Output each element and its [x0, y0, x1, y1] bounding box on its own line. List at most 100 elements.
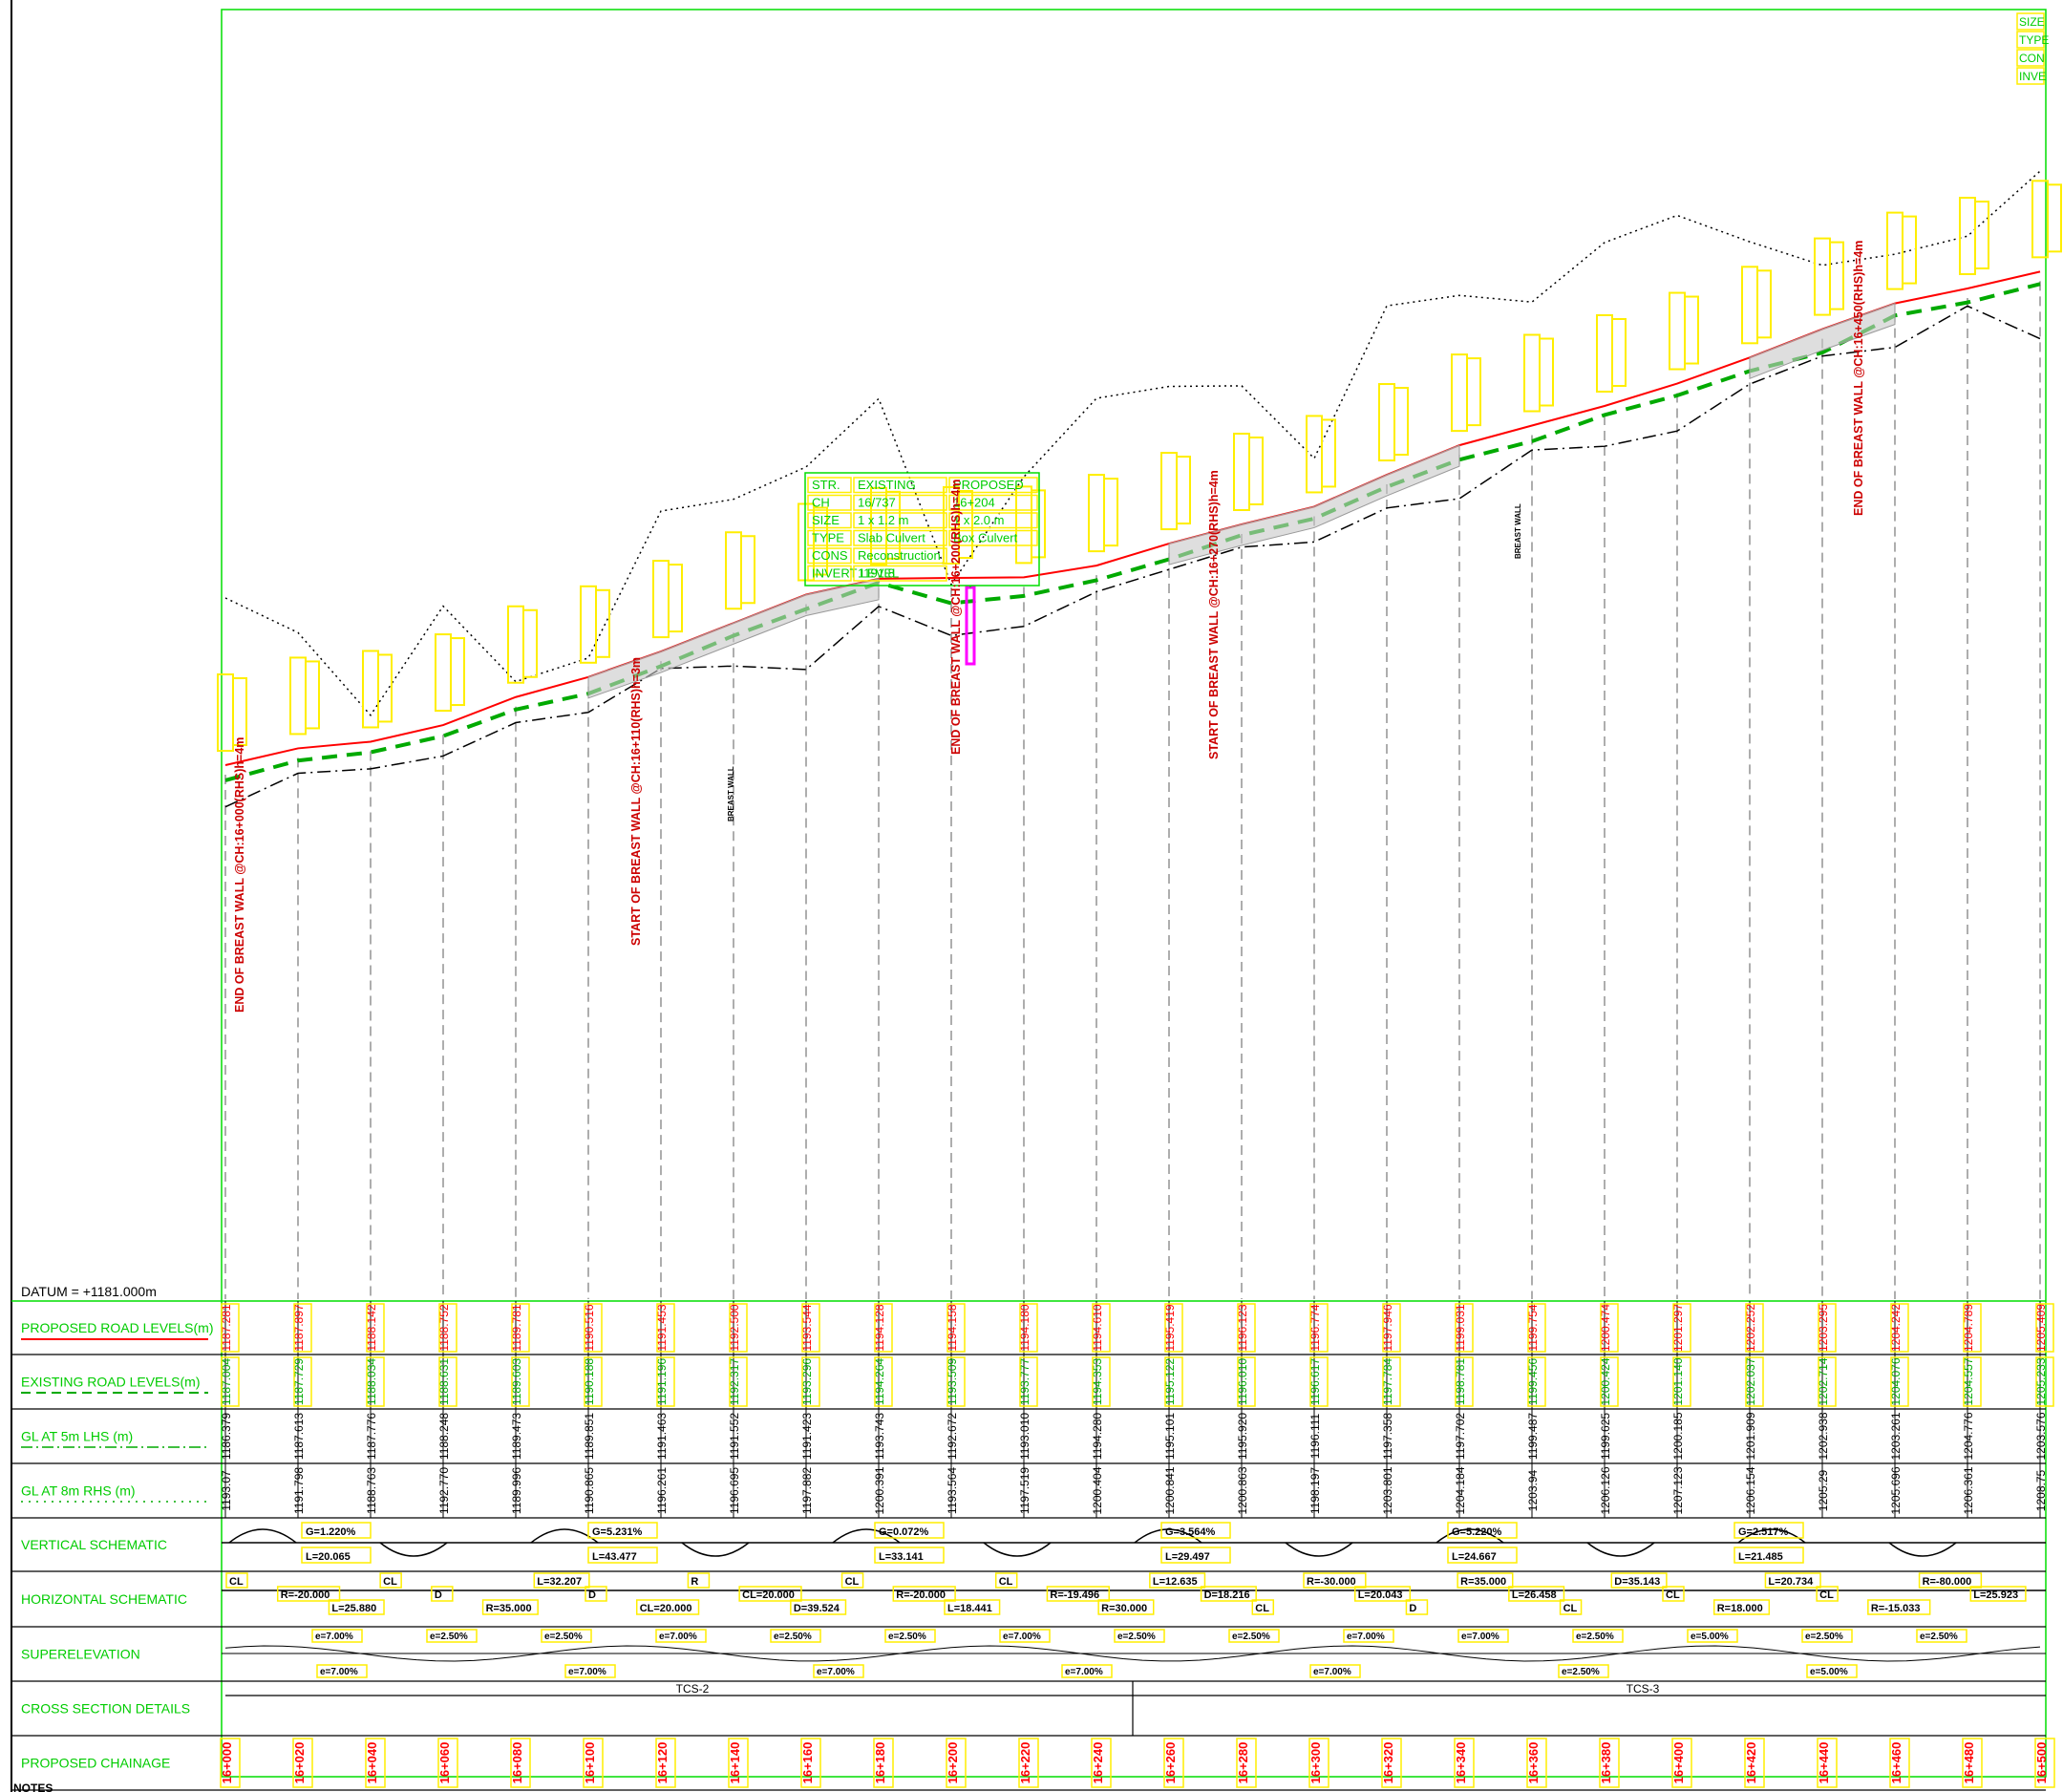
superelevation-top-label: e=7.00% — [1003, 1632, 1041, 1642]
horizontal-label: CL=20.000 — [742, 1589, 795, 1601]
horizontal-label-box — [585, 1586, 607, 1602]
horizontal-label-box — [790, 1599, 847, 1615]
horizontal-label-box — [944, 1599, 1001, 1615]
proposed-level-cell: 1199.031 — [1454, 1304, 1467, 1351]
chainage-box — [800, 1738, 821, 1788]
chainage-label: 16+060 — [437, 1742, 452, 1784]
chainage-box — [1889, 1738, 1910, 1788]
cross-section-label: TCS-3 — [1627, 1682, 1660, 1696]
chainage-label: 16+360 — [1526, 1742, 1541, 1784]
chainage-label: 16+080 — [510, 1742, 524, 1784]
ip-label-box — [289, 656, 307, 736]
existing-level-cell: 1202.037 — [1744, 1357, 1757, 1405]
value-box — [293, 1356, 312, 1407]
culvert-cell: 1 x 2.0 m — [953, 513, 1004, 527]
chainage-box — [1817, 1738, 1838, 1788]
value-box — [1309, 1303, 1329, 1353]
horizontal-label-box — [225, 1572, 248, 1589]
ip-label-box — [595, 588, 610, 658]
horizontal-label-box — [1251, 1599, 1275, 1615]
horizontal-label-box — [1969, 1586, 2027, 1602]
proposed-level-cell: 1196.774 — [1308, 1304, 1322, 1351]
value-box — [584, 1303, 603, 1353]
value-box — [1890, 1356, 1909, 1407]
ip-label-box — [1523, 333, 1541, 413]
superelevation-top-label: e=7.00% — [1461, 1632, 1499, 1642]
length-box — [874, 1547, 945, 1564]
gl-rhs-cell: 1200.863 — [1236, 1466, 1249, 1514]
value-box — [729, 1303, 748, 1353]
value-box — [1527, 1356, 1546, 1407]
horizontal-label-box — [379, 1572, 402, 1589]
superelevation-bottom-label: e=7.00% — [320, 1667, 358, 1677]
ip-label-box — [1031, 489, 1046, 559]
chainage-box — [437, 1738, 458, 1788]
vertical-curve — [983, 1542, 1052, 1557]
gl-lhs-cell: 1188.248 — [437, 1413, 451, 1460]
value-box — [1745, 1356, 1764, 1407]
ip-label-box — [1741, 266, 1758, 345]
culvert-cell: EXISTING — [858, 478, 916, 492]
existing-road-line — [224, 282, 2041, 782]
value-box — [584, 1356, 603, 1407]
horizontal-label: R=35.000 — [1460, 1576, 1506, 1588]
chainage-label: 16+200 — [946, 1742, 960, 1784]
culvert-cell-box — [853, 512, 947, 529]
chainage-label: 16+440 — [1817, 1742, 1831, 1784]
horizontal-label-box — [840, 1572, 864, 1589]
grade-label: G=2.517% — [1738, 1526, 1789, 1538]
ip-label-box — [232, 676, 247, 746]
chainage-label: 16+260 — [1163, 1742, 1178, 1784]
proposed-road-line — [224, 270, 2041, 766]
horizontal-label: CL — [1666, 1589, 1680, 1601]
ip-label-box — [1814, 237, 1831, 316]
gl-rhs-cell: 1191.798 — [292, 1467, 306, 1514]
value-box — [1527, 1303, 1546, 1353]
proposed-level-cell: 1189.781 — [510, 1304, 523, 1351]
chainage-label: 16+380 — [1599, 1742, 1613, 1784]
chainage-label: 16+140 — [728, 1742, 742, 1784]
superelevation-box — [1806, 1664, 1858, 1678]
superelevation-top-label: e=7.00% — [315, 1632, 353, 1642]
profile-area — [217, 170, 2062, 1299]
value-box — [1600, 1303, 1619, 1353]
superelevation-box — [541, 1629, 592, 1643]
superelevation-top-label: e=2.50% — [888, 1632, 926, 1642]
proposed-level-cell: 1202.252 — [1744, 1304, 1757, 1352]
gl-rhs-cell: 1200.841 — [1163, 1466, 1177, 1514]
horizontal-label-box — [1200, 1586, 1257, 1602]
horizontal-label: L=32.207 — [537, 1576, 582, 1588]
ip-label-box — [1321, 418, 1336, 488]
horizontal-label: R=18.000 — [1717, 1603, 1763, 1614]
gl-rhs-cell: 1203.94 — [1526, 1469, 1540, 1511]
horizontal-label: L=20.734 — [1768, 1576, 1814, 1588]
proposed-level-cell: 1201.297 — [1671, 1304, 1685, 1352]
gl-8m-rhs-line — [224, 170, 2041, 716]
existing-level-cell: 1198.781 — [1454, 1358, 1467, 1405]
vertical-curve — [1888, 1542, 1957, 1557]
gl-rhs-cell: 1205.29 — [1817, 1469, 1830, 1511]
row-label: VERTICAL SCHEMATIC — [21, 1537, 167, 1552]
corner-cell-box — [2016, 12, 2045, 31]
value-box — [1963, 1303, 1982, 1353]
breast-wall-label-1: BREAST WALL — [727, 766, 735, 821]
chainage-label: 16+420 — [1744, 1742, 1758, 1784]
value-box — [874, 1303, 893, 1353]
gl-rhs-cell: 1190.865 — [583, 1467, 596, 1514]
superelevation-box — [426, 1629, 478, 1643]
existing-level-cell: 1200.424 — [1599, 1357, 1612, 1405]
gl-lhs-cell: 1191.552 — [728, 1413, 741, 1460]
chainage-label: 16+460 — [1889, 1742, 1903, 1784]
culvert-cell: CH — [812, 496, 830, 510]
gl-rhs-cell: 1189.996 — [510, 1467, 523, 1514]
chainage-label: 16+120 — [655, 1742, 670, 1784]
existing-level-cell: 1189.603 — [510, 1358, 523, 1405]
culvert-cell: SIZE — [812, 513, 840, 527]
ip-label-box — [1233, 432, 1250, 511]
row-label: PROPOSED CHAINAGE — [21, 1756, 170, 1771]
superelevation-box — [1309, 1664, 1361, 1678]
gl-lhs-cell: 1199.625 — [1599, 1413, 1612, 1460]
superelevation-box — [1558, 1664, 1609, 1678]
annotation-start-16270: START OF BREAST WALL @CH:16+270(RHS)h=4m — [1207, 470, 1221, 759]
